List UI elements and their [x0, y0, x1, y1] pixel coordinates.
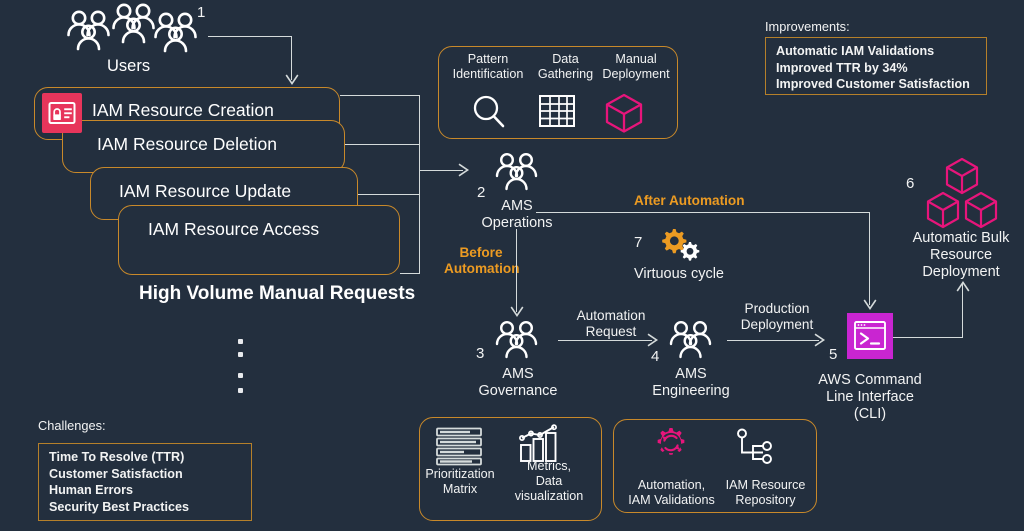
- improvements-item: Automatic IAM Validations: [776, 44, 935, 58]
- cubes-icon: [923, 156, 1001, 232]
- bracket-branch-2: [345, 144, 420, 146]
- data-gathering-label: Data Gathering: [537, 52, 594, 82]
- automation-request-label: Automation Request: [576, 308, 646, 340]
- bulk-deployment-label: Automatic Bulk Resource Deployment: [912, 230, 1010, 281]
- bar-chart-icon: [518, 424, 562, 464]
- users-icon: [65, 3, 197, 56]
- virtuous-cycle-label: Virtuous cycle: [634, 266, 724, 282]
- challenges-title: Challenges:: [38, 418, 106, 433]
- request-card-4[interactable]: [118, 205, 400, 275]
- before-automation-label: Before Automation: [444, 245, 520, 277]
- metrics-visualization-label: Metrics, Data visualization: [514, 459, 584, 504]
- step-number-6: 6: [906, 175, 915, 192]
- improvements-item: Improved TTR by 34%: [776, 60, 908, 75]
- challenges-item: Time To Resolve (TTR): [49, 450, 185, 464]
- ams-engineering-icon: [668, 320, 714, 364]
- request-card-4-label: IAM Resource Access: [148, 219, 320, 239]
- iam-resource-repository-label: IAM Resource Repository: [725, 478, 806, 508]
- challenges-item: Customer Satisfaction: [49, 466, 183, 481]
- ams-operations-icon: [494, 152, 540, 196]
- gears-icon: [656, 227, 704, 265]
- request-card-1-label: IAM Resource Creation: [92, 100, 274, 120]
- bracket-branch-3: [358, 194, 420, 196]
- magnifier-icon: [469, 92, 509, 132]
- before-automation-line: [516, 229, 518, 312]
- improvements-title: Improvements:: [765, 19, 850, 34]
- node-tree-icon: [734, 427, 776, 469]
- aws-cli-label: AWS Command Line Interface (CLI): [818, 372, 922, 423]
- production-deployment-line: [727, 340, 819, 342]
- after-automation-arrow: [863, 299, 877, 313]
- bracket-spine: [419, 95, 421, 274]
- bracket-branch-1: [340, 95, 420, 97]
- users-connector-arrow: [285, 74, 299, 88]
- improvements-box: Automatic IAM Validations Improved TTR b…: [765, 37, 987, 95]
- automation-request-line: [558, 340, 652, 342]
- production-deployment-label: Production Deployment: [740, 301, 814, 333]
- automation-validations-label: Automation, IAM Validations: [628, 478, 715, 508]
- after-automation-line-v: [869, 212, 871, 305]
- ellipsis-dot: [238, 373, 243, 378]
- ellipsis-dot: [238, 388, 243, 393]
- request-card-3-label: IAM Resource Update: [119, 181, 292, 201]
- before-automation-arrow: [510, 306, 524, 320]
- cli-to-bulk-line-h: [893, 337, 963, 339]
- ams-governance-label: AMS Governance: [478, 366, 558, 400]
- step-number-4: 4: [651, 348, 660, 365]
- challenges-box: Time To Resolve (TTR) Customer Satisfact…: [38, 443, 252, 521]
- cli-terminal-icon: [847, 313, 893, 359]
- cli-to-bulk-line-v: [962, 284, 964, 337]
- ellipsis-dot: [238, 339, 243, 344]
- bracket-to-operations: [419, 170, 463, 172]
- iam-identity-icon: [42, 93, 82, 133]
- pattern-identification-label: Pattern Identification: [452, 52, 524, 82]
- ams-governance-icon: [494, 320, 540, 364]
- prioritization-matrix-label: Prioritization Matrix: [425, 467, 495, 497]
- high-volume-caption: High Volume Manual Requests: [139, 283, 416, 304]
- users-connector-v: [291, 36, 293, 80]
- request-card-2-label: IAM Resource Deletion: [97, 134, 277, 154]
- engineering-tools-box: [613, 419, 817, 513]
- step-number-1: 1: [197, 4, 206, 21]
- improvements-item: Improved Customer Satisfaction: [776, 77, 970, 92]
- ams-engineering-label: AMS Engineering: [652, 366, 730, 400]
- step-number-3: 3: [476, 345, 485, 362]
- cli-to-bulk-arrow: [956, 278, 970, 292]
- users-connector-h: [208, 36, 292, 38]
- production-deployment-arrow: [814, 333, 828, 347]
- after-automation-line-h: [536, 212, 870, 214]
- step-number-2: 2: [477, 184, 486, 201]
- governance-tools-box: [419, 417, 602, 521]
- challenges-item: Human Errors: [49, 483, 133, 498]
- ams-operations-label: AMS Operations: [481, 198, 553, 232]
- users-label: Users: [107, 57, 151, 75]
- challenges-item: Security Best Practices: [49, 500, 190, 515]
- gear-refresh-icon: [650, 427, 692, 467]
- step-number-7: 7: [634, 234, 643, 251]
- manual-deployment-label: Manual Deployment: [602, 52, 670, 82]
- table-grid-icon: [538, 93, 576, 131]
- bracket-arrow: [458, 163, 472, 177]
- bracket-branch-4: [400, 273, 420, 275]
- after-automation-label: After Automation: [634, 193, 745, 208]
- priority-list-icon: [435, 426, 483, 466]
- ellipsis-dot: [238, 352, 243, 357]
- automation-request-arrow: [647, 333, 661, 347]
- step-number-5: 5: [829, 346, 838, 363]
- cube-icon: [603, 92, 645, 134]
